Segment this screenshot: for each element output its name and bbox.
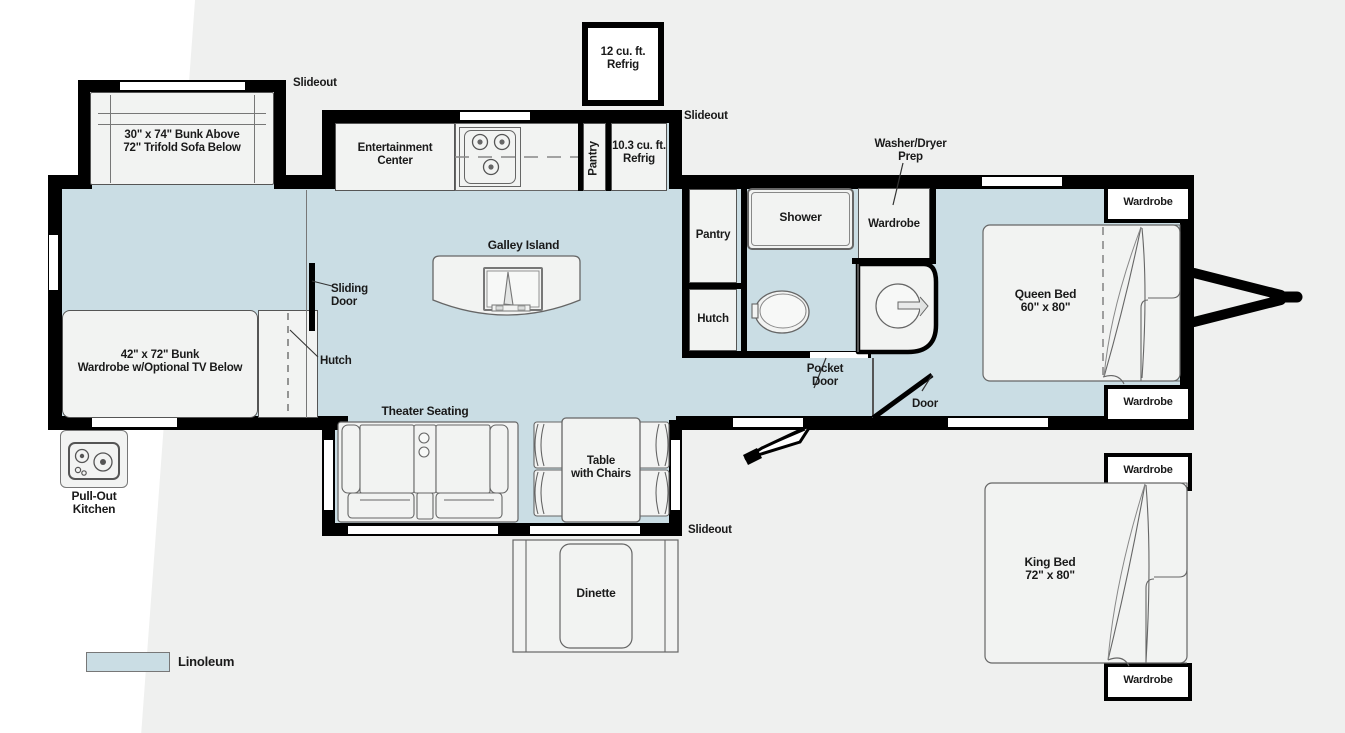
pantry-label: Pantry: [695, 229, 731, 241]
hutch-unit: [689, 289, 737, 351]
door-jamb-vertical: [872, 358, 875, 418]
legend-label: Linoleum: [178, 654, 235, 669]
wall-top-mid-segment: [274, 175, 334, 189]
wardrobe-bath-label: Wardrobe: [868, 218, 920, 230]
pocket-door-label: Pocket Door: [806, 363, 844, 388]
king-bed-label: King Bed 72" x 80": [1024, 555, 1076, 583]
pocket-door-opening: [810, 352, 868, 358]
wardrobe-queen-bottom-inner: [1108, 389, 1188, 419]
wall-slideout-left-east: [274, 80, 286, 185]
wall-pantry-divider-right: [606, 123, 611, 191]
pull-out-kitchen-cooktop: [68, 442, 120, 480]
wall-pantry-divider-left: [578, 123, 583, 191]
window-top-bedroom: [982, 177, 1062, 186]
wall-right-exterior: [1180, 175, 1194, 430]
slideout-label-top-left: Slideout: [293, 77, 337, 89]
wall-pantry-hutch-bottom: [682, 351, 744, 358]
window-slideout-bottom-westside: [324, 440, 333, 510]
sliding-door-panel: [309, 263, 315, 331]
entertainment-center-label: Entertainment Center: [357, 142, 433, 167]
sofa-arm-left: [110, 95, 112, 183]
wall-pantry-hutch-left: [682, 182, 689, 354]
shower-inner: [751, 192, 850, 246]
wardrobe-king-bottom-inner: [1108, 667, 1188, 697]
wall-slideout-kitchen-west: [322, 110, 335, 189]
window-bottom-left: [92, 418, 177, 427]
wall-bath-west: [741, 182, 747, 358]
pull-out-kitchen-label: Pull-Out Kitchen: [71, 489, 117, 517]
sliding-door-label: Sliding Door: [331, 283, 368, 308]
shower-label: Shower: [779, 210, 822, 224]
wall-slideout-left-west: [78, 80, 90, 185]
bunk-sofa-label: 30" x 74" Bunk Above 72" Trifold Sofa Be…: [123, 129, 241, 154]
wardrobe-king-top-inner: [1108, 457, 1188, 487]
refrig-103-unit: [611, 123, 667, 191]
washer-dryer-prep-label: Washer/Dryer Prep: [874, 138, 947, 163]
pantry-vertical-unit: [583, 123, 606, 191]
entertainment-center-unit: [335, 123, 455, 191]
sofa-back-line-1: [98, 113, 266, 115]
wardrobe-king-top-label: Wardrobe: [1123, 464, 1173, 476]
sofa-back-line-2: [98, 124, 266, 126]
hutch-label: Hutch: [697, 313, 729, 325]
cooktop-inner: [464, 130, 516, 184]
galley-island-label: Galley Island: [487, 238, 560, 252]
legend-swatch: [86, 652, 170, 672]
wardrobe-queen-top-label: Wardrobe: [1123, 196, 1173, 208]
window-slideout-bottom-eastside: [671, 440, 680, 510]
wardrobe-queen-bottom-label: Wardrobe: [1123, 396, 1173, 408]
window-slideout-bottom-2: [530, 526, 640, 534]
pantry-unit: [689, 189, 737, 283]
wall-pantry-hutch-divider: [682, 283, 744, 289]
wall-wardrobe-bath-east: [930, 182, 936, 264]
sofa-arm-right: [254, 95, 256, 183]
table-with-chairs-label: Table with Chairs: [571, 455, 631, 480]
wall-wardrobe-bath-bottom: [852, 258, 936, 264]
window-bottom-hall-1: [733, 418, 803, 427]
hutch-left-label: Hutch: [320, 355, 352, 367]
pantry-vertical-label: Pantry: [587, 141, 600, 176]
window-bottom-hall-2: [948, 418, 1048, 427]
wall-left-exterior: [48, 175, 62, 430]
window-left-exterior: [49, 235, 58, 290]
window-slideout-bottom-1: [348, 526, 498, 534]
slideout-label-bottom: Slideout: [688, 524, 732, 536]
bunk-sofa-unit: [90, 92, 274, 185]
theater-seating-label: Theater Seating: [381, 404, 469, 418]
wall-slideout-kitchen-east: [669, 110, 682, 189]
door-label: Door: [911, 398, 939, 410]
bunk-wardrobe-label: 42" x 72" Bunk Wardrobe w/Optional TV Be…: [77, 349, 243, 374]
queen-bed-label: Queen Bed 60" x 80": [1014, 287, 1077, 315]
window-slideout-left-top: [120, 82, 245, 90]
bunk-wardrobe-unit: [62, 310, 258, 418]
slideout-label-top-right: Slideout: [684, 110, 728, 122]
refrig-12-label: 12 cu. ft. Refrig: [600, 46, 646, 71]
sliding-door-track: [306, 190, 308, 418]
window-kitchen-slideout: [460, 112, 530, 120]
wall-left-top-segment: [48, 175, 92, 189]
refrig-103-label: 10.3 cu. ft. Refrig: [612, 140, 666, 165]
refrig-12-interior: [588, 28, 658, 100]
dinette-label: Dinette: [576, 586, 616, 600]
wall-bath-south: [741, 351, 871, 358]
wardrobe-king-bottom-label: Wardrobe: [1123, 674, 1173, 686]
wardrobe-queen-top-inner: [1108, 189, 1188, 219]
